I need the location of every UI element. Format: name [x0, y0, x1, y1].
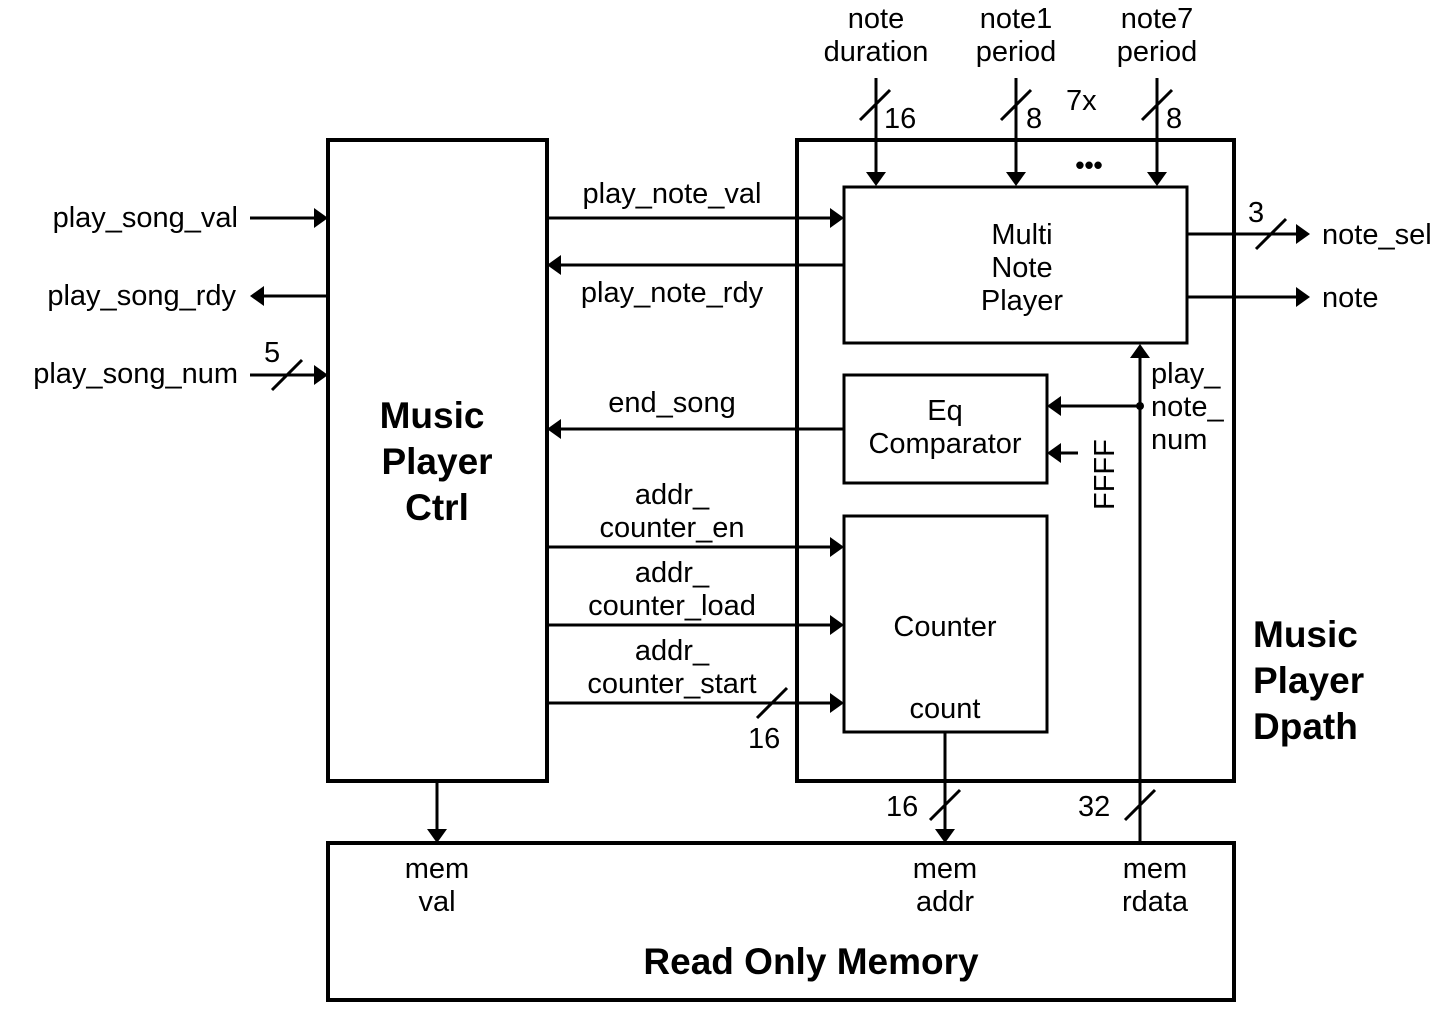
addr-counter-load-label-line2: counter_load — [588, 590, 756, 622]
mem-addr-bus-slash — [928, 788, 962, 822]
counter-count-port: count — [910, 693, 981, 725]
end-song-label: end_song — [608, 387, 735, 419]
mem-addr-arrowhead — [935, 829, 955, 843]
addr-counter-start-arrowhead — [830, 693, 844, 713]
ffff-constant: FFFF — [1089, 439, 1121, 510]
note7-period-label-line2: period — [1117, 36, 1198, 68]
note1-period-label-line2: period — [976, 36, 1057, 68]
ctrl-title-line3: Ctrl — [405, 487, 469, 528]
mem-rdata-bus-slash — [1123, 788, 1157, 822]
addr-counter-start-label-line1: addr_ — [635, 635, 710, 667]
ctrl-title-line1: Music — [380, 395, 485, 436]
note-duration-label-line1: note — [848, 3, 904, 35]
addr-counter-en-arrowhead — [830, 537, 844, 557]
note1-period-bus-slash — [999, 88, 1033, 122]
play-song-rdy-label: play_song_rdy — [47, 280, 236, 312]
play-song-num-bus-slash — [270, 358, 304, 392]
note1-period-arrowhead — [1006, 172, 1026, 186]
eq-input-a-arrowhead — [1047, 396, 1061, 416]
mem-rdata-arrowhead — [1130, 344, 1150, 358]
ctrl-title-line2: Player — [381, 441, 492, 482]
play-song-num-label: play_song_num — [33, 358, 238, 390]
note-duration-arrowhead — [866, 172, 886, 186]
rom-port-val-line1: mem — [405, 853, 469, 885]
play-song-val-label: play_song_val — [53, 202, 238, 234]
addr-counter-start-label-line2: counter_start — [587, 668, 756, 700]
dpath-title-line1: Music — [1253, 614, 1358, 655]
note-duration-bus-slash — [858, 88, 892, 122]
play-note-rdy-arrowhead — [547, 255, 561, 275]
note7-period-bus-slash — [1140, 88, 1174, 122]
rom-port-rdata-line1: mem — [1123, 853, 1187, 885]
mem-rdata-width: 32 — [1078, 791, 1110, 823]
mnp-label-line2: Note — [991, 252, 1052, 284]
addr-counter-start-bus-slash — [755, 686, 789, 720]
dpath-title-line3: Dpath — [1253, 706, 1358, 747]
mem-val-arrowhead — [427, 829, 447, 843]
eq-input-b-arrowhead — [1047, 443, 1061, 463]
note-duration-width: 16 — [884, 103, 916, 135]
mnp-label-line3: Player — [981, 285, 1064, 317]
play-note-num-label-line3: num — [1151, 424, 1207, 456]
addr-counter-load-label-line1: addr_ — [635, 557, 710, 589]
play-note-val-arrowhead — [830, 208, 844, 228]
addr-counter-load-arrowhead — [830, 615, 844, 635]
rom-port-addr-line2: addr — [916, 886, 974, 918]
play-note-num-label-line2: note_ — [1151, 391, 1224, 423]
play-note-rdy-label: play_note_rdy — [581, 277, 764, 309]
note-arrowhead — [1296, 287, 1310, 307]
rom-port-rdata-line2: rdata — [1122, 886, 1189, 918]
play-note-num-label-line1: play_ — [1151, 358, 1221, 390]
dpath-title-line2: Player — [1253, 660, 1364, 701]
addr-counter-en-label-line2: counter_en — [599, 512, 744, 544]
play-song-num-arrowhead — [314, 365, 328, 385]
play-song-num-width: 5 — [264, 337, 280, 369]
note1-period-label-line1: note1 — [980, 3, 1053, 35]
play-note-val-label: play_note_val — [583, 178, 762, 210]
note7-period-width: 8 — [1166, 103, 1182, 135]
eq-label-line2: Comparator — [868, 428, 1021, 460]
play-song-val-arrowhead — [314, 208, 328, 228]
rom-title: Read Only Memory — [643, 941, 979, 982]
note-label: note — [1322, 282, 1378, 314]
ellipsis-dots: ••• — [1075, 150, 1102, 180]
play-song-rdy-arrowhead — [250, 286, 264, 306]
mem-addr-width: 16 — [886, 791, 918, 823]
addr-counter-start-width: 16 — [748, 723, 780, 755]
end-song-arrowhead — [547, 419, 561, 439]
note-sel-bus-slash — [1254, 217, 1288, 251]
note-sel-arrowhead — [1296, 224, 1310, 244]
rom-port-addr-line1: mem — [913, 853, 977, 885]
counter-label: Counter — [893, 611, 997, 643]
repeat-7x-label: 7x — [1066, 85, 1097, 117]
eq-label-line1: Eq — [927, 395, 962, 427]
addr-counter-en-label-line1: addr_ — [635, 479, 710, 511]
note7-period-arrowhead — [1147, 172, 1167, 186]
note1-period-width: 8 — [1026, 103, 1042, 135]
read-only-memory-block — [326, 841, 1236, 1002]
note-sel-width: 3 — [1248, 197, 1264, 229]
rom-port-val-line2: val — [418, 886, 455, 918]
note-sel-label: note_sel — [1322, 219, 1432, 251]
mnp-label-line1: Multi — [991, 219, 1052, 251]
note-duration-label-line2: duration — [824, 36, 929, 68]
note7-period-label-line1: note7 — [1121, 3, 1194, 35]
